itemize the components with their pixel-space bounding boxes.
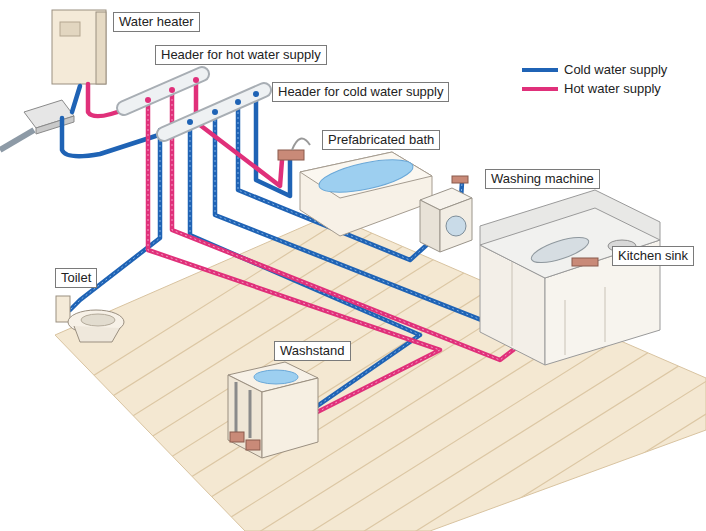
washstand [228, 362, 318, 458]
label-text: Kitchen sink [618, 248, 688, 264]
toilet [56, 296, 124, 342]
legend-text: Hot water supply [564, 81, 661, 96]
legend-swatch [522, 68, 558, 72]
legend: Cold water supplyHot water supply [522, 60, 667, 98]
water-meter-side [36, 116, 74, 134]
legend-text: Cold water supply [564, 62, 667, 77]
callout-label: Header for hot water supply [155, 45, 327, 65]
callout-label: Washing machine [485, 169, 600, 189]
legend-item: Cold water supply [522, 60, 667, 79]
hot-pipe-corrugation [148, 94, 578, 446]
water-heater [52, 10, 106, 84]
label-text: Header for hot water supply [161, 47, 321, 63]
callout-label: Washstand [274, 341, 351, 361]
main-pipe [0, 130, 34, 150]
callout-label: Toilet [55, 268, 97, 288]
label-text: Washstand [280, 343, 345, 359]
label-text: Toilet [61, 270, 91, 286]
kitchen-counter [480, 190, 660, 365]
label-text: Washing machine [491, 171, 594, 187]
wood-floor [0, 120, 706, 531]
legend-swatch [522, 87, 558, 91]
label-text: Water heater [119, 14, 194, 30]
label-text: Prefabricated bath [328, 132, 434, 148]
callout-label: Water heater [113, 12, 200, 32]
callout-label: Kitchen sink [612, 246, 694, 266]
legend-item: Hot water supply [522, 79, 667, 98]
callout-label: Prefabricated bath [322, 130, 440, 150]
washing-machine [420, 176, 472, 252]
callout-label: Header for cold water supply [272, 82, 449, 102]
cold-pipes [62, 86, 592, 440]
bathtub [278, 139, 432, 236]
hot-pipes [88, 84, 578, 446]
label-text: Header for cold water supply [278, 84, 443, 100]
headers [124, 74, 264, 134]
